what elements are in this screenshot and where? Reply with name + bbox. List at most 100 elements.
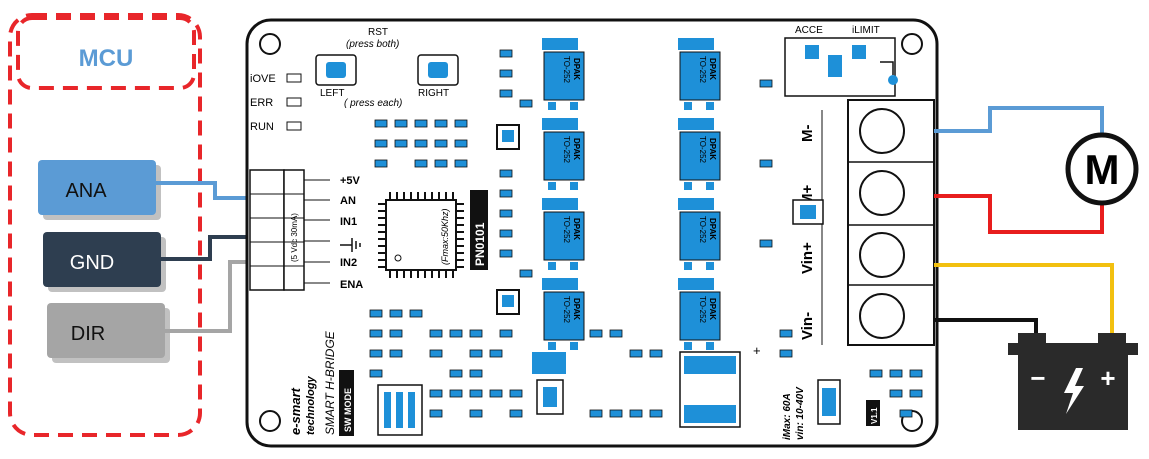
gnd-pin-label: GND	[70, 252, 114, 274]
output-wires	[934, 106, 1114, 340]
pin-label-ena: ENA	[340, 279, 363, 291]
mcu-wires	[156, 181, 250, 333]
smd-passive	[394, 119, 408, 128]
mosfet-package-label: DPAK	[708, 138, 717, 160]
smd-passive	[374, 159, 388, 168]
terminal-label-vin-minus: Vin-	[799, 312, 816, 340]
battery-minus-label: −	[1030, 363, 1045, 393]
dir-wire	[165, 260, 250, 333]
smd-passive	[449, 389, 463, 398]
mcu-chip	[378, 192, 464, 278]
terminal-block	[847, 99, 935, 346]
mosfet-package-label: DPAK	[572, 58, 581, 80]
product-name: SMART H-BRIDGE	[323, 330, 337, 435]
version-label: V1.1	[870, 407, 879, 424]
motor-symbol	[1065, 132, 1139, 206]
rst-title: RST	[368, 27, 388, 38]
plus-mark: +	[753, 343, 761, 358]
smd-passive	[499, 229, 513, 238]
vin-range-label: vin: 10-40V	[795, 386, 806, 440]
motor-plus-wire	[934, 194, 1104, 234]
pot-label-ilimit: iLIMIT	[852, 25, 880, 36]
smd-passive	[369, 369, 383, 378]
smd-passive	[469, 369, 483, 378]
smd-passive	[469, 349, 483, 358]
smd-passive	[499, 49, 513, 58]
smd-passive	[454, 159, 468, 168]
smd-passive	[779, 349, 793, 358]
smd-passive	[389, 309, 403, 318]
fmax-label: (Fmax:50Khz)	[440, 208, 450, 265]
smd-passive	[519, 269, 533, 278]
mosfet-type-label: TO-252	[562, 56, 571, 84]
brand-name: e-smart	[288, 387, 303, 435]
smd-passive	[589, 409, 603, 418]
smd-passive	[499, 209, 513, 218]
left-button-label: LEFT	[320, 88, 344, 99]
smd-passive	[909, 369, 923, 378]
pin-label-an: AN	[340, 195, 356, 207]
smd-passive	[869, 369, 883, 378]
brand-sub: technology	[305, 375, 317, 435]
smd-passive	[759, 159, 773, 168]
mcu-outline	[8, 13, 202, 437]
smd-passive	[369, 349, 383, 358]
smd-passive	[609, 409, 623, 418]
led-iove	[286, 73, 302, 83]
smd-passive	[609, 329, 623, 338]
mount-hole	[901, 33, 923, 55]
pin-label-in2: IN2	[340, 257, 357, 269]
smd-passive	[374, 139, 388, 148]
smd-passive	[909, 389, 923, 398]
terminal-screw	[859, 108, 905, 154]
right-button-label: RIGHT	[418, 88, 449, 99]
smd-passive	[414, 119, 428, 128]
smd-passive	[454, 119, 468, 128]
mosfet-type-label: TO-252	[698, 136, 707, 164]
battery-plus-label: +	[1100, 363, 1115, 393]
mosfet-type-label: TO-252	[562, 216, 571, 244]
smd-passive	[389, 349, 403, 358]
smd-passive	[389, 329, 403, 338]
dir-pin-box	[47, 303, 165, 358]
press-each-label: ( press each)	[344, 98, 402, 109]
terminal-label-m-minus: M-	[799, 125, 816, 143]
smd-passive	[449, 329, 463, 338]
pin-label-in1: IN1	[340, 216, 357, 228]
mosfet-package-label: DPAK	[572, 138, 581, 160]
mosfet-type-label: TO-252	[562, 136, 571, 164]
smd-passive	[469, 409, 483, 418]
battery: − +	[1008, 333, 1138, 430]
max-current-label: (5 Vdc 30mA)	[290, 213, 299, 262]
gnd-wire	[161, 235, 250, 261]
smd-passive	[489, 389, 503, 398]
smd-passive	[649, 349, 663, 358]
pot-label-acce: ACCE	[795, 25, 823, 36]
smd-passive	[414, 159, 428, 168]
smd-passive	[499, 329, 513, 338]
mosfet-type-label: TO-252	[562, 296, 571, 324]
smd-passive	[499, 169, 513, 178]
led-label-err: ERR	[250, 97, 273, 109]
smd-components	[369, 49, 923, 418]
chip-name: PN0101	[473, 222, 487, 266]
smd-passive	[759, 79, 773, 88]
mcu-title-box	[16, 16, 196, 90]
sw-mode-badge	[339, 370, 354, 436]
smd-passive	[434, 159, 448, 168]
smd-passive	[369, 309, 383, 318]
mosfet-package-label: DPAK	[708, 218, 717, 240]
smd-passive	[369, 329, 383, 338]
smd-passive	[759, 239, 773, 248]
smd-passive	[889, 389, 903, 398]
led-label-iove: iOVE	[250, 73, 276, 85]
lightning-icon	[1064, 368, 1084, 414]
